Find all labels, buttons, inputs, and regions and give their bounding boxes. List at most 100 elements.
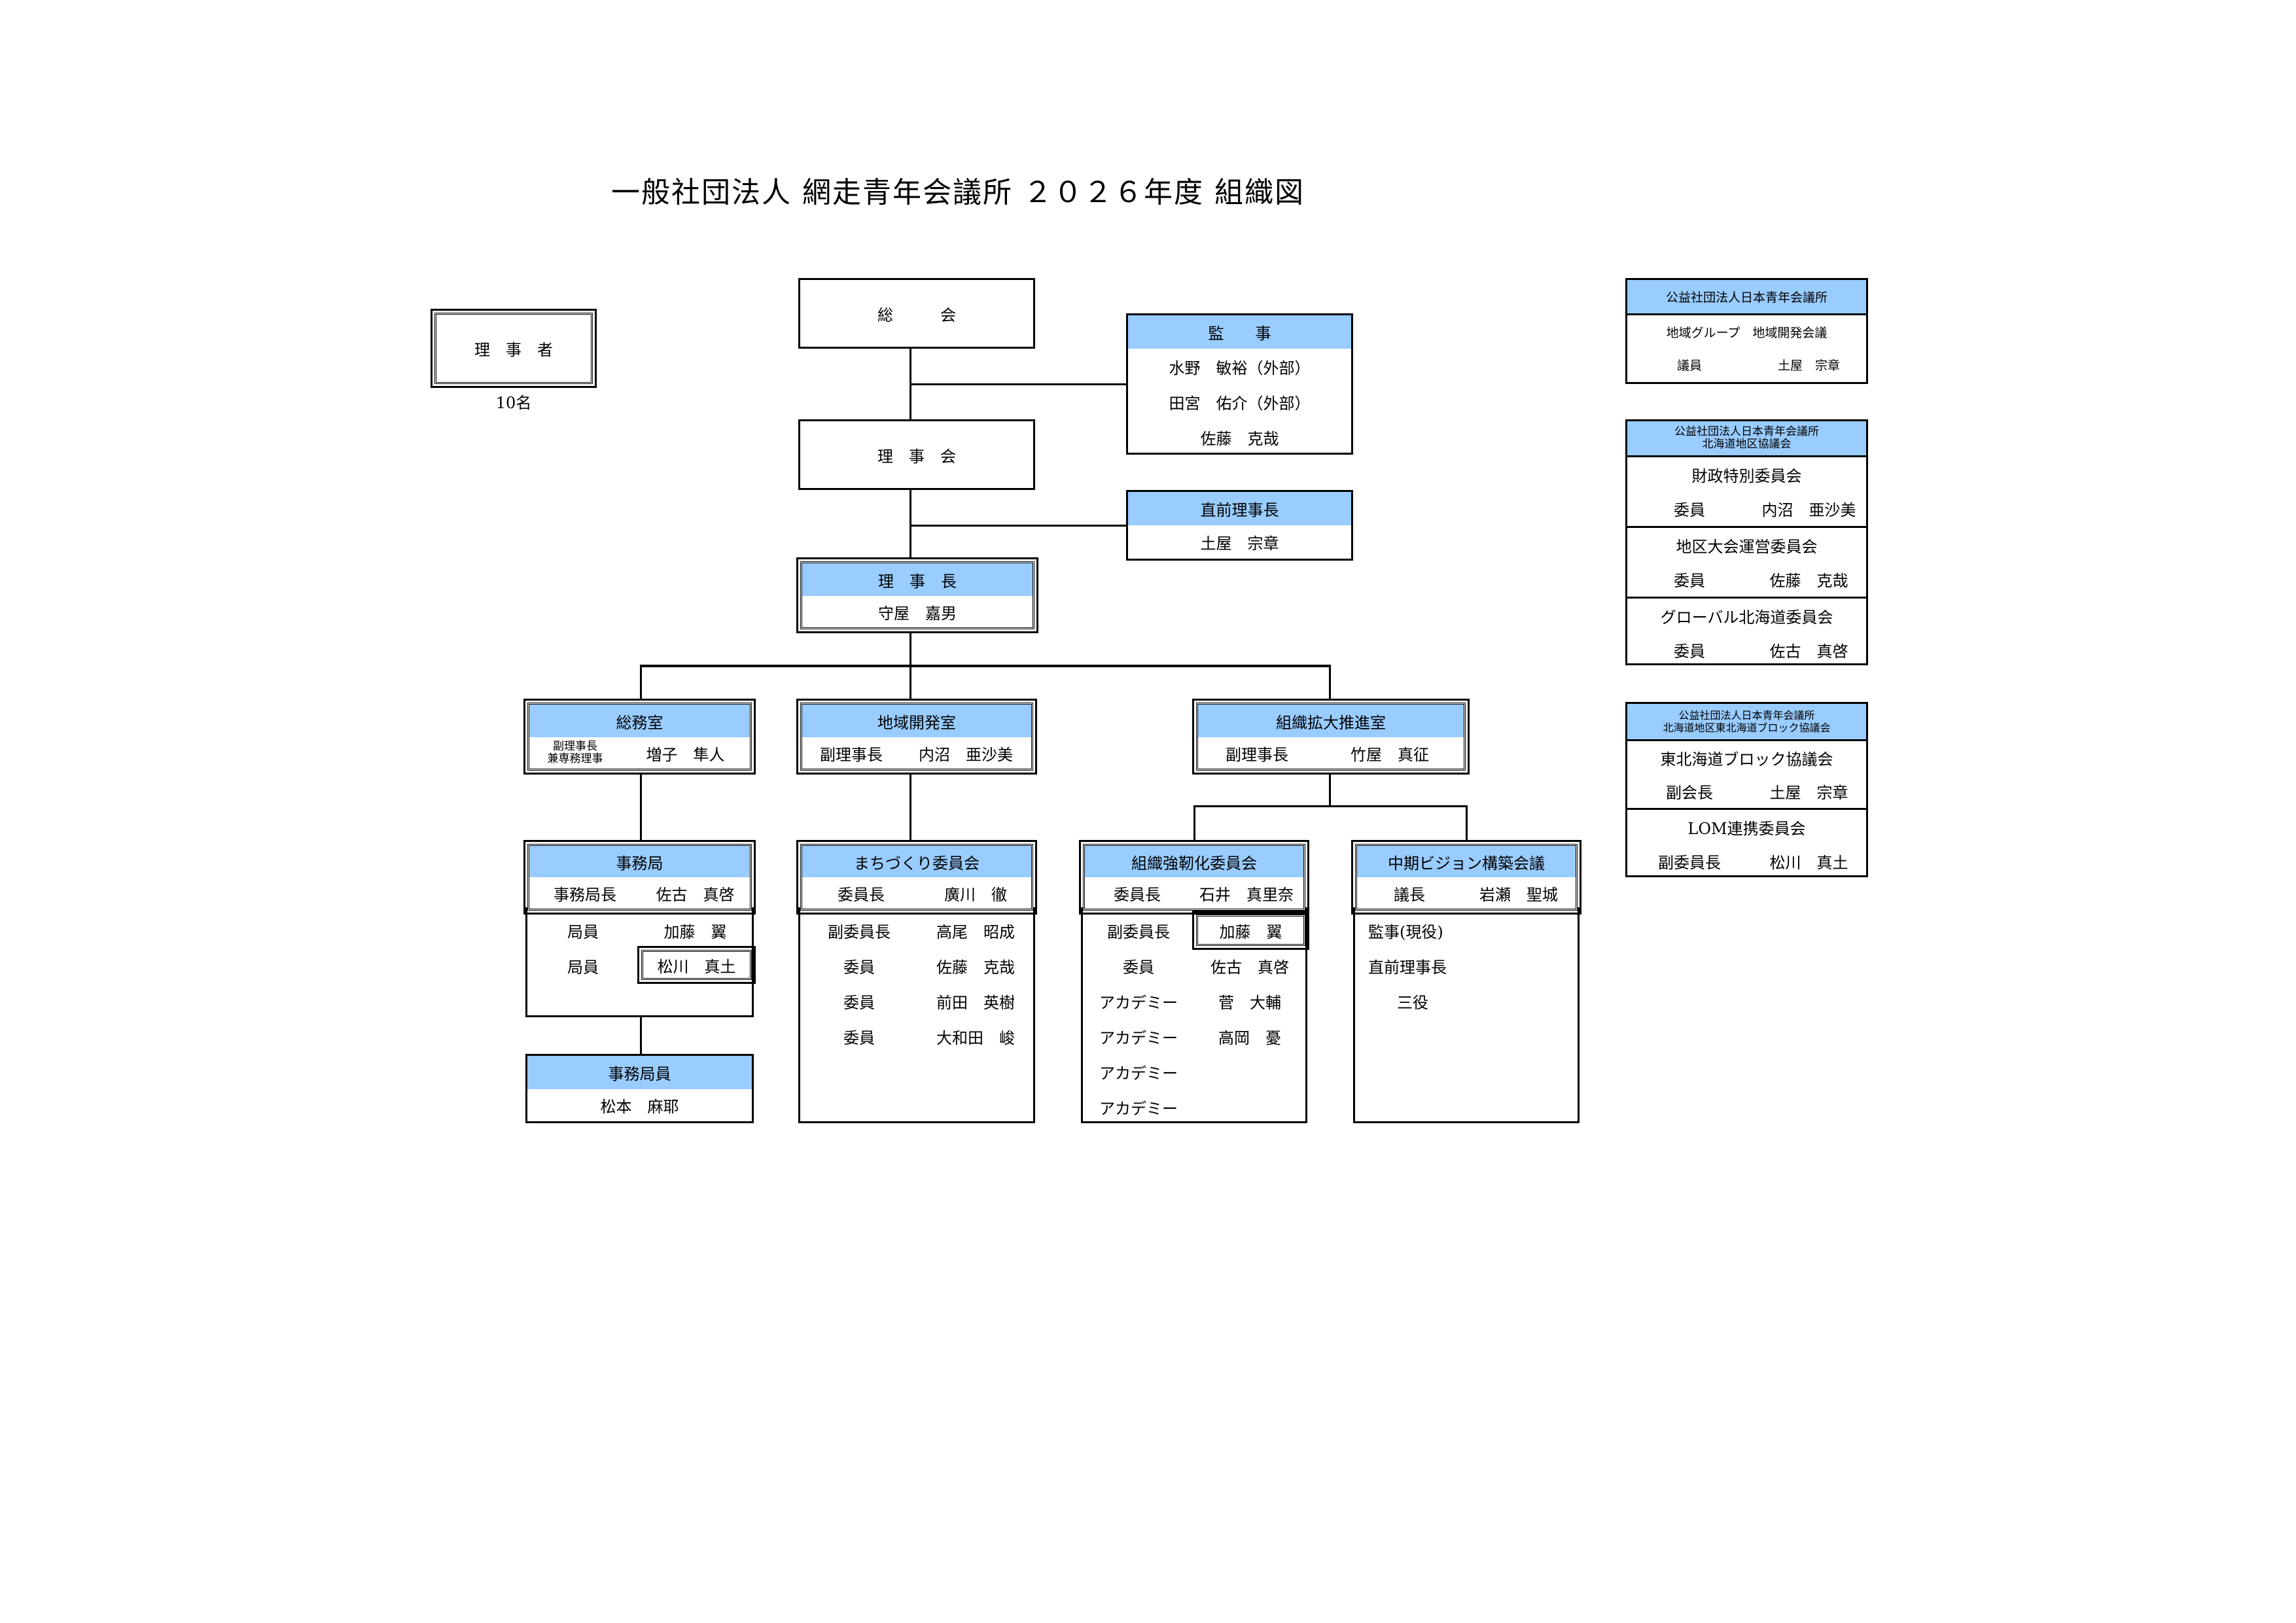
section-role: 副委員長 [1658, 853, 1721, 872]
board-label: 理 事 会 [877, 447, 956, 466]
past-president-box: 直前理事長 土屋 宗章 [1126, 490, 1353, 561]
secretariat-body: 局員 加藤 翼 局員 [525, 907, 754, 1017]
connector [910, 773, 911, 842]
section-role: 委員 [1674, 642, 1705, 661]
member-role: アカデミー [1099, 1028, 1178, 1047]
past-president-name: 土屋 宗章 [1200, 534, 1279, 553]
header-line: 北海道地区協議会 [1702, 438, 1792, 451]
board-box: 理 事 会 [798, 419, 1035, 490]
member-name: 高岡 憂 [1218, 1028, 1281, 1047]
header-line: 北海道地区東北海道ブロック協議会 [1663, 722, 1831, 734]
member-role: 局員 [567, 922, 599, 941]
section-name: 松川 真土 [1769, 853, 1848, 872]
member-name: 高尾 昭成 [936, 922, 1015, 941]
member-role: 三役 [1397, 993, 1428, 1012]
member-role: 委員 [843, 1028, 875, 1047]
auditors-box: 監 事 水野 敏裕（外部） 田宮 佑介（外部） 佐藤 克哉 [1126, 313, 1353, 455]
external-header: 公益社団法人日本青年会議所 [1627, 280, 1866, 315]
member-role: 委員 [843, 993, 875, 1012]
connector [640, 1017, 642, 1054]
member-role: 委員 [843, 958, 875, 977]
member-role: アカデミー [1099, 993, 1178, 1012]
member-name: 大和田 峻 [936, 1028, 1015, 1047]
connector [640, 665, 1331, 667]
connector [640, 773, 642, 842]
directors-label: 理 事 者 [474, 341, 553, 359]
directors-box: 理 事 者 [431, 309, 597, 388]
office-name: 竹屋 真征 [1351, 745, 1429, 764]
external-hokkaido-box: 公益社団法人日本青年会議所 北海道地区協議会 財政特別委員会 委員内沼 亜沙美 … [1625, 419, 1868, 665]
external-name: 土屋 宗章 [1777, 358, 1840, 373]
connector [910, 383, 1126, 385]
external-east-hokkaido-box: 公益社団法人日本青年会議所 北海道地区東北海道ブロック協議会 東北海道ブロック協… [1625, 702, 1868, 877]
connector [1329, 773, 1331, 807]
lead-role: 委員長 [838, 885, 885, 904]
member-name: 佐古 真啓 [1210, 958, 1289, 977]
external-org: 地域グループ 地域開発会議 [1666, 325, 1828, 340]
directors-count: 10名 [495, 394, 532, 412]
member-name: 佐藤 克哉 [936, 958, 1015, 977]
office-name: 内沼 亜沙美 [919, 745, 1013, 764]
section-title: 地区大会運営委員会 [1627, 526, 1866, 562]
connector [1466, 805, 1468, 842]
office-membership-expansion: 組織拡大推進室 副理事長 竹屋 真征 [1192, 699, 1470, 775]
president-box: 理 事 長 守屋 嘉男 [796, 557, 1038, 633]
section-title: 財政特別委員会 [1691, 466, 1802, 485]
connector [1193, 805, 1468, 807]
office-name: 増子 隼人 [646, 745, 725, 764]
section-role: 委員 [1674, 572, 1705, 590]
general-assembly-label: 総 会 [877, 305, 956, 324]
section-name: 佐藤 克哉 [1769, 572, 1848, 590]
lead-role: 委員長 [1114, 885, 1161, 904]
section-name: 土屋 宗章 [1769, 783, 1848, 802]
office-role: 副理事長 兼専務理事 [529, 741, 621, 765]
secretariat-staff-name: 松本 麻耶 [600, 1098, 679, 1116]
connector [1193, 805, 1195, 842]
committee-header: 中期ビジョン構築会議 [1357, 846, 1576, 877]
section-title: グローバル北海道委員会 [1627, 597, 1866, 633]
president-name: 守屋 嘉男 [878, 604, 957, 623]
office-regional-development: 地域開発室 副理事長 内沼 亜沙美 [796, 699, 1037, 775]
member-name: 菅 大輔 [1218, 993, 1281, 1012]
member-name: 加藤 翼 [1219, 922, 1282, 941]
member-role: 局員 [567, 958, 599, 977]
highlight-member-box: 加藤 翼 [1192, 911, 1309, 950]
office-header: 総務室 [529, 705, 750, 737]
secretariat-header: 事務局 [529, 846, 750, 877]
auditor-row: 水野 敏裕（外部） [1169, 358, 1311, 377]
member-role: アカデミー [1099, 1099, 1178, 1118]
auditors-header: 監 事 [1128, 315, 1351, 349]
general-assembly-box: 総 会 [798, 278, 1035, 349]
member-role: 副委員長 [828, 922, 891, 941]
auditor-row: 佐藤 克哉 [1200, 429, 1279, 448]
president-header: 理 事 長 [802, 563, 1033, 596]
committee-header: 組織強靭化委員会 [1085, 846, 1303, 877]
role-line: 兼専務理事 [547, 752, 603, 765]
section-title: 東北海道ブロック協議会 [1660, 750, 1833, 769]
external-header: 公益社団法人日本青年会議所 北海道地区協議会 [1627, 421, 1866, 457]
committee-body: 監事(現役) 直前理事長 三役 [1353, 907, 1580, 1123]
member-name: 前田 英樹 [936, 993, 1015, 1012]
past-president-header: 直前理事長 [1128, 492, 1351, 525]
lead-role: 議長 [1394, 885, 1425, 904]
auditor-row: 田宮 佑介（外部） [1169, 394, 1311, 413]
page-title: 一般社団法人 網走青年会議所 ２０２６年度 組織図 [611, 176, 1305, 209]
section-role: 委員 [1674, 501, 1705, 519]
secretariat-staff-header: 事務局員 [527, 1056, 752, 1089]
secretariat-staff-box: 事務局員 松本 麻耶 [525, 1054, 754, 1123]
secretariat-header-box: 事務局 事務局長 佐古 真啓 [523, 840, 756, 915]
role-line: 副理事長 [553, 740, 597, 753]
header-line: 公益社団法人日本青年会議所 [1674, 425, 1819, 438]
member-role: 直前理事長 [1368, 958, 1447, 977]
member-name: 松川 真土 [657, 957, 736, 976]
external-role: 議員 [1676, 358, 1702, 373]
section-role: 副会長 [1666, 783, 1713, 802]
committee-header-box: 中期ビジョン構築会議 議長 岩瀬 聖城 [1351, 840, 1581, 915]
committee-header: まちづくり委員会 [802, 846, 1031, 877]
member-role: 副委員長 [1107, 922, 1170, 941]
lead-name: 廣川 徹 [944, 885, 1007, 904]
external-header: 公益社団法人日本青年会議所 北海道地区東北海道ブロック協議会 [1627, 704, 1866, 741]
external-jci-box: 公益社団法人日本青年会議所 地域グループ 地域開発会議 議員 土屋 宗章 [1625, 278, 1868, 384]
section-name: 佐古 真啓 [1769, 642, 1848, 661]
lead-name: 岩瀬 聖城 [1479, 885, 1558, 904]
